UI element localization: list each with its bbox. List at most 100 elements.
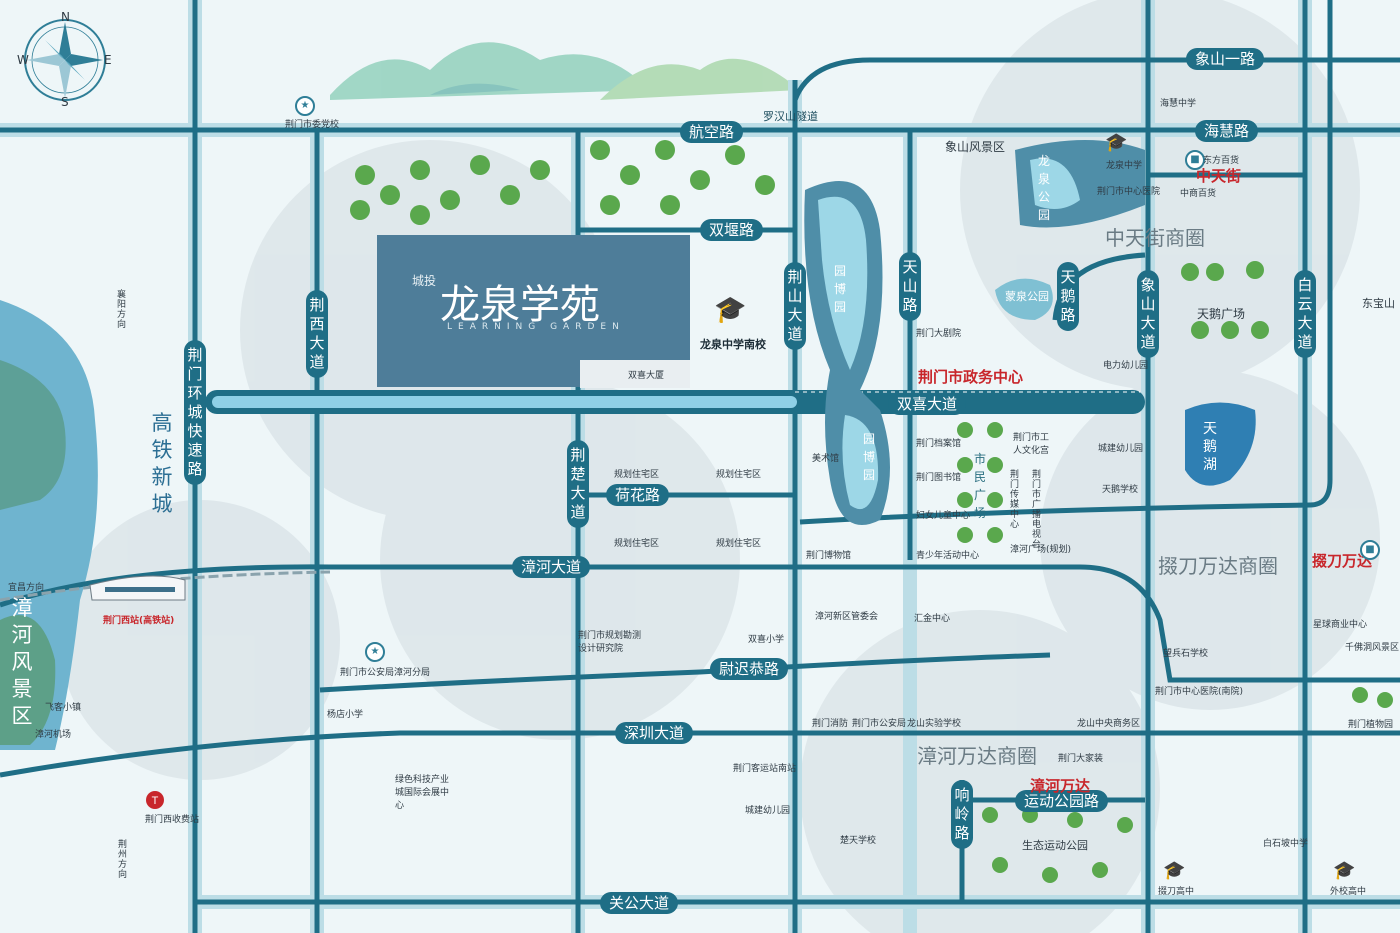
- district-zhanghe-scenic: 漳河风景区: [11, 596, 33, 728]
- poi-residential-3: 规划住宅区: [614, 539, 660, 549]
- road-shuangyan: 双堰路: [700, 219, 764, 241]
- highlight-longquan-south: 龙泉中学南校: [700, 338, 766, 351]
- poi-library: 荆门图书馆: [916, 473, 962, 483]
- tiane-lake: [1185, 402, 1256, 486]
- graduation-cap-icon: 🎓: [714, 295, 747, 325]
- poi-jingzhou-dir: 荆州方向: [118, 840, 128, 880]
- poi-city-hospital: 荆门市中心医院: [1097, 187, 1161, 197]
- district-mengquan-park: 蒙泉公园: [1005, 290, 1049, 303]
- poi-qianfo: 千佛洞风景区: [1345, 643, 1400, 653]
- poi-residential-2: 规划住宅区: [716, 470, 762, 480]
- highlight-gov-center: 荆门市政务中心: [918, 368, 1024, 386]
- road-xiangshan1: 象山一路: [1186, 48, 1265, 70]
- poi-dianli-kinder: 电力幼儿园: [1103, 361, 1149, 371]
- road-tianshan: 天山路: [899, 252, 921, 321]
- compass-rose: [24, 19, 106, 101]
- poi-baishipo: 白石坡中学: [1263, 839, 1309, 849]
- poi-broadcast: 荆门市广播电视台: [1032, 470, 1042, 550]
- poi-xingqiu: 星球商业中心: [1313, 620, 1368, 630]
- road-zhanghe-ave: 漳河大道: [512, 556, 591, 578]
- district-gaotie: 高铁新城: [151, 411, 173, 516]
- poi-duodao-high: 掇刀高中: [1158, 887, 1195, 897]
- poi-huijin: 汇金中心: [914, 614, 951, 624]
- road-shuangxi: 双喜大道: [888, 393, 967, 415]
- district-zhanghe-biz: 漳河万达商圈: [917, 744, 1037, 768]
- store-icon: ■: [1185, 150, 1205, 170]
- poi-district-committee: 漳河新区管委会: [815, 612, 879, 622]
- poi-youth-center: 青少年活动中心: [916, 551, 980, 561]
- poi-green-tech: 绿色科技产业城国际会展中心: [395, 775, 450, 811]
- district-shimin-plaza: 市民广场: [973, 452, 986, 520]
- tree-clusters: [350, 140, 1393, 883]
- graduation-cap-icon: 🎓: [1105, 132, 1128, 153]
- poi-dongfang: 东方百货: [1203, 156, 1240, 166]
- poi-zhanghe-plaza: 漳河广场(规划): [1010, 545, 1072, 555]
- high-speed-train-icon: [89, 575, 186, 601]
- poi-women-center: 妇女儿童中心: [916, 511, 971, 521]
- road-hehua: 荷花路: [606, 484, 670, 506]
- poi-haihui-mid: 海慧中学: [1160, 99, 1197, 109]
- poi-workers-palace: 荆门市工人文化宫: [1013, 433, 1050, 456]
- poi-media-center: 荆门传媒中心: [1010, 470, 1020, 530]
- poi-zhongshang: 中商百货: [1180, 189, 1217, 199]
- project-logo: 龙泉学苑: [440, 282, 600, 328]
- svg-text:T: T: [152, 795, 159, 807]
- highlight-zhanghe-wanda: 漳河万达: [1030, 777, 1091, 795]
- poi-planning-inst: 荆门市规划勘测设计研究院: [578, 631, 642, 654]
- road-tiane: 天鹅路: [1057, 262, 1079, 331]
- graduation-cap-icon: 🎓: [1163, 860, 1186, 881]
- district-xiangshan-scenic: 象山风景区: [945, 140, 1006, 154]
- poi-tiane-plaza: 天鹅广场: [1197, 307, 1246, 321]
- poi-waixiao-high: 外校高中: [1330, 887, 1367, 897]
- poi-shuangxi-primary: 双喜小学: [748, 635, 785, 645]
- district-duodao: 掇刀万达商圈: [1158, 554, 1278, 578]
- poi-police-zhanghe: 荆门市公安局漳河分局: [340, 668, 431, 678]
- poi-residential-4: 规划住宅区: [716, 539, 762, 549]
- poi-fire: 荆门消防: [812, 719, 849, 729]
- district-yuanbo-2: 园博园: [862, 432, 875, 482]
- poi-eco-park: 生态运动公园: [1022, 839, 1088, 852]
- road-yundong-park: 运动公园路: [1015, 790, 1109, 812]
- poi-theatre: 荆门大剧院: [916, 329, 962, 339]
- district-tiane-lake: 天鹅湖: [1203, 421, 1217, 473]
- mountains: [330, 42, 800, 100]
- store-icon: ■: [1360, 540, 1380, 560]
- poi-dongbaoshan: 东宝山: [1362, 297, 1395, 310]
- district-longquan-park: 龙泉公园: [1037, 154, 1050, 222]
- poi-hospital-south: 荆门市中心医院(南院): [1155, 687, 1244, 697]
- poi-airport-town: 飞客小镇: [45, 703, 82, 713]
- road-xiangshan-ave: 象山大道: [1137, 270, 1159, 358]
- road-shenzhen: 深圳大道: [615, 722, 694, 744]
- poi-party-school: 荆门市委党校: [285, 120, 340, 130]
- project-logo-en: LEARNING GARDEN: [447, 322, 625, 332]
- poi-museum: 荆门博物馆: [806, 551, 852, 561]
- road-weichigong: 尉迟恭路: [710, 658, 789, 680]
- road-jingchu: 荆楚大道: [567, 440, 589, 528]
- highlight-duodao-wanda: 掇刀万达: [1312, 552, 1373, 570]
- road-guangong: 关公大道: [600, 892, 679, 914]
- road-xiangling: 响岭路: [951, 780, 973, 849]
- poi-shuangxi-tower: 双喜大厦: [628, 371, 665, 381]
- district-yuanbo: 园博园: [833, 264, 846, 314]
- road-hangkong: 航空路: [680, 121, 744, 143]
- road-jingshan: 荆山大道: [784, 262, 806, 350]
- poi-chutian-school: 楚天学校: [840, 836, 877, 846]
- poi-archives: 荆门档案馆: [916, 439, 962, 449]
- poi-west-station: 荆门西站(高铁站): [103, 616, 175, 626]
- project-seal: 城投: [412, 274, 437, 288]
- poi-yichang-dir: 宜昌方向: [8, 583, 45, 593]
- poi-airport: 漳河机场: [35, 730, 72, 740]
- compass-e: E: [104, 53, 112, 67]
- road-jingmen-ring: 荆门环城快速路: [184, 340, 206, 485]
- star-pin-icon: ★: [365, 642, 385, 662]
- poi-chengjian-kinder-2: 城建幼儿园: [745, 806, 791, 816]
- poi-xiangyang-dir: 襄阳方向: [117, 290, 127, 330]
- road-luohan-tunnel: 罗汉山隧道: [763, 110, 818, 123]
- poi-yangdian: 杨店小学: [327, 710, 364, 720]
- poi-police: 荆门市公安局: [852, 719, 907, 729]
- poi-longshan-biz: 龙山中央商务区: [1077, 719, 1141, 729]
- poi-tiane-school: 天鹅学校: [1102, 485, 1139, 495]
- road-haihui: 海慧路: [1195, 120, 1259, 142]
